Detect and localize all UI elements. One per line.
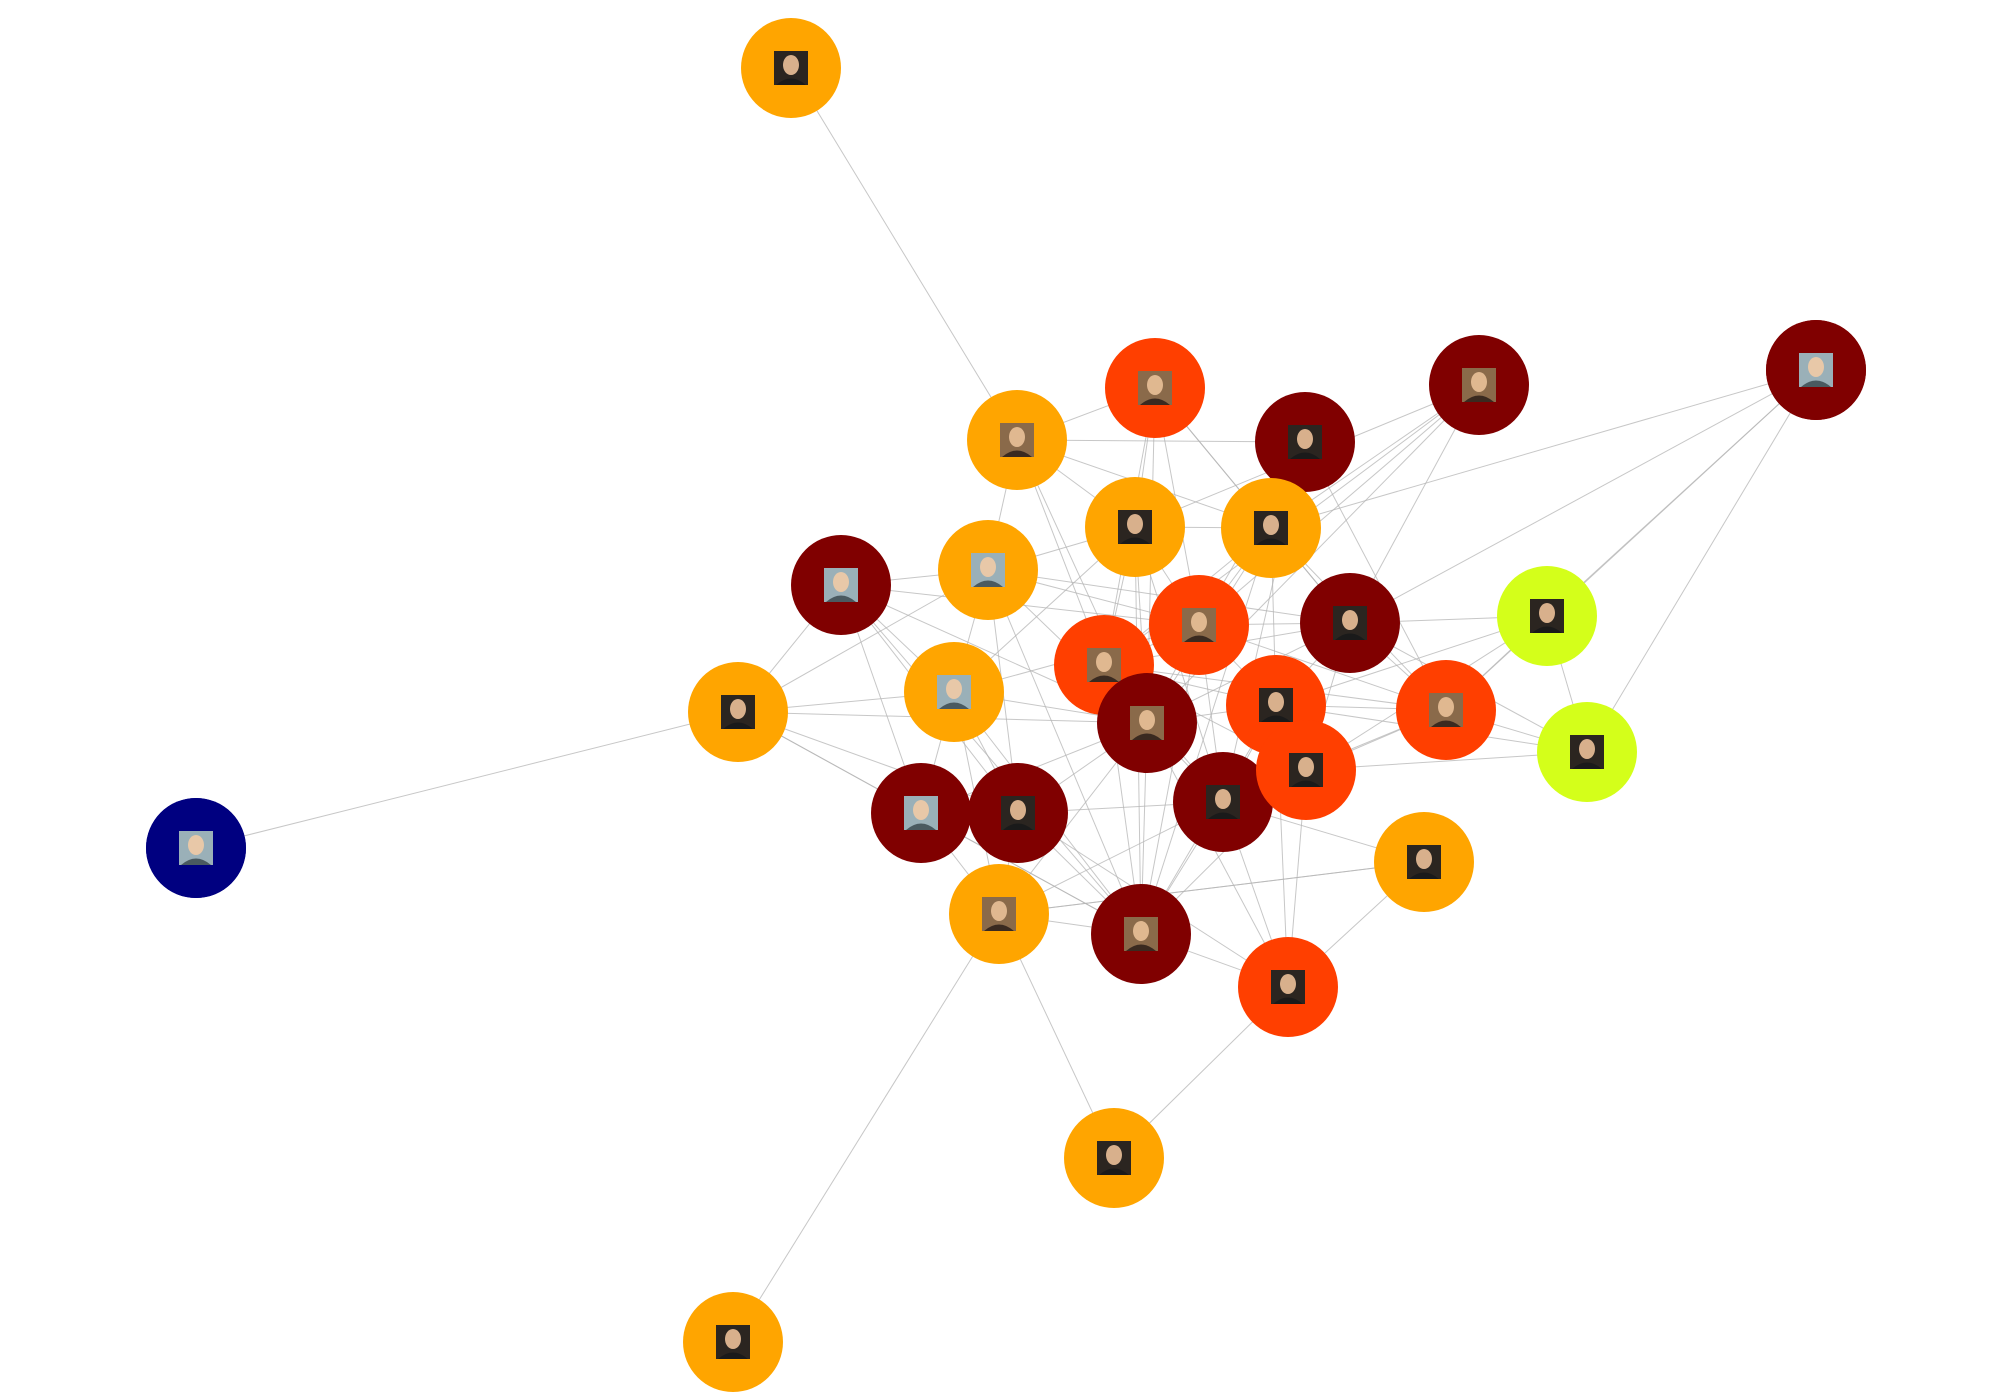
graph-edge	[1140, 527, 1272, 935]
graph-node[interactable]	[1374, 812, 1474, 912]
person-photo-icon	[1429, 693, 1463, 727]
graph-edge	[998, 861, 1425, 915]
graph-node[interactable]	[1221, 478, 1321, 578]
person-photo-icon	[1462, 368, 1496, 402]
graph-edge	[195, 711, 739, 849]
person-photo-icon	[1570, 735, 1604, 769]
graph-node[interactable]	[1064, 1108, 1164, 1208]
person-photo-icon	[937, 675, 971, 709]
person-photo-icon	[982, 897, 1016, 931]
person-photo-icon	[1254, 511, 1288, 545]
graph-node[interactable]	[1766, 320, 1866, 420]
graph-node[interactable]	[1097, 673, 1197, 773]
graph-node[interactable]	[1256, 720, 1356, 820]
graph-node[interactable]	[968, 763, 1068, 863]
person-photo-icon	[1259, 688, 1293, 722]
graph-node[interactable]	[1149, 575, 1249, 675]
person-photo-icon	[1289, 753, 1323, 787]
person-photo-icon	[1001, 796, 1035, 830]
graph-node[interactable]	[871, 763, 971, 863]
graph-edge	[840, 584, 1142, 935]
graph-node[interactable]	[791, 535, 891, 635]
person-photo-icon	[774, 51, 808, 85]
person-photo-icon	[1130, 706, 1164, 740]
graph-node[interactable]	[1085, 477, 1185, 577]
graph-node[interactable]	[1173, 752, 1273, 852]
graph-edge	[1198, 384, 1480, 626]
graph-node[interactable]	[1105, 338, 1205, 438]
graph-node[interactable]	[1497, 566, 1597, 666]
person-photo-icon	[1206, 785, 1240, 819]
graph-edge	[987, 569, 1142, 935]
person-photo-icon	[1124, 917, 1158, 951]
graph-node[interactable]	[1537, 702, 1637, 802]
graph-node[interactable]	[1091, 884, 1191, 984]
person-photo-icon	[971, 553, 1005, 587]
graph-edge	[1445, 369, 1817, 711]
person-photo-icon	[1118, 510, 1152, 544]
person-photo-icon	[1799, 353, 1833, 387]
graph-edge	[790, 67, 1018, 441]
graph-node[interactable]	[146, 798, 246, 898]
graph-node[interactable]	[741, 18, 841, 118]
graph-node[interactable]	[683, 1292, 783, 1392]
graph-edge	[1349, 369, 1817, 624]
person-photo-icon	[1138, 371, 1172, 405]
graph-edge	[1586, 369, 1817, 753]
graph-node[interactable]	[1300, 573, 1400, 673]
graph-node[interactable]	[1238, 937, 1338, 1037]
graph-node[interactable]	[1429, 335, 1529, 435]
nodes-layer	[146, 18, 1866, 1392]
graph-node[interactable]	[688, 662, 788, 762]
person-photo-icon	[1288, 425, 1322, 459]
person-photo-icon	[716, 1325, 750, 1359]
graph-edge	[1270, 369, 1817, 529]
person-photo-icon	[1530, 599, 1564, 633]
person-photo-icon	[179, 831, 213, 865]
person-photo-icon	[1087, 648, 1121, 682]
person-photo-icon	[1407, 845, 1441, 879]
graph-edge	[732, 913, 1000, 1343]
graph-edge	[1304, 441, 1447, 711]
person-photo-icon	[1333, 606, 1367, 640]
person-photo-icon	[1097, 1141, 1131, 1175]
person-photo-icon	[904, 796, 938, 830]
graph-node[interactable]	[938, 520, 1038, 620]
person-photo-icon	[1000, 423, 1034, 457]
person-photo-icon	[1182, 608, 1216, 642]
person-photo-icon	[824, 568, 858, 602]
graph-node[interactable]	[1255, 392, 1355, 492]
person-photo-icon	[721, 695, 755, 729]
graph-node[interactable]	[967, 390, 1067, 490]
graph-node[interactable]	[1396, 660, 1496, 760]
person-photo-icon	[1271, 970, 1305, 1004]
graph-node[interactable]	[949, 864, 1049, 964]
graph-node[interactable]	[904, 642, 1004, 742]
